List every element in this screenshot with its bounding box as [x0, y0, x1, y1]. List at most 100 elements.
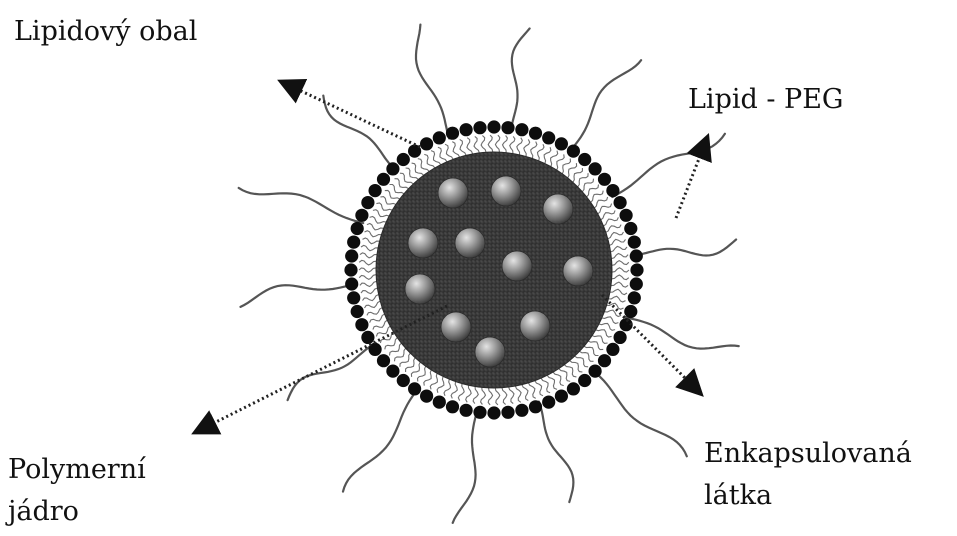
- lipid-head: [473, 121, 486, 134]
- lipid-head: [578, 153, 591, 166]
- lipid-tail: [608, 289, 627, 294]
- lipid-tail: [406, 358, 418, 372]
- lipid-tail: [530, 142, 537, 160]
- peg-chain: [511, 29, 530, 133]
- peg-chain: [569, 60, 641, 153]
- lipid-tail: [609, 282, 628, 287]
- lipid-tail: [598, 321, 615, 330]
- peg-chain: [539, 402, 574, 503]
- lipid-head: [529, 127, 542, 140]
- lipid-tail: [541, 376, 550, 393]
- lipid-tail: [376, 326, 393, 336]
- lipid-tail: [535, 378, 543, 396]
- lipid-head: [614, 196, 627, 209]
- lipid-head: [351, 305, 364, 318]
- lipid-tail: [359, 275, 378, 280]
- lipid-tail: [400, 353, 413, 367]
- lipid-tail: [603, 309, 621, 317]
- lipid-tail: [580, 348, 594, 361]
- lipid-tail: [601, 217, 619, 225]
- lipid-tail: [502, 386, 507, 405]
- lipid-head: [487, 120, 500, 133]
- encapsulated-label-line2: látka: [704, 480, 772, 511]
- lipid-tail: [565, 163, 577, 178]
- lipid-head: [542, 396, 555, 409]
- lipid-tail: [607, 239, 626, 245]
- lipid-head: [386, 365, 399, 378]
- lipid-head: [347, 236, 360, 249]
- lipid-head: [460, 404, 473, 417]
- lipid-tail: [474, 136, 479, 155]
- lipid-tail: [365, 301, 383, 308]
- lipid-tail: [431, 151, 441, 168]
- lipid-head: [614, 331, 627, 344]
- arrow-to-encapsulated: [602, 295, 700, 393]
- peg-chain: [625, 317, 739, 349]
- lipid-head: [606, 184, 619, 197]
- lipid-tail: [481, 136, 486, 155]
- peg-chain: [323, 96, 396, 171]
- lipid-tail: [367, 224, 385, 232]
- peg-chain: [343, 387, 419, 492]
- lipid-head: [420, 390, 433, 403]
- drug-particle: [520, 311, 550, 341]
- lipid-tail: [373, 210, 390, 219]
- lipid-tail: [406, 168, 418, 182]
- lipid-tail: [370, 217, 388, 225]
- peg-chain: [612, 134, 725, 197]
- lipid-tail: [452, 142, 459, 160]
- lipid-tail: [370, 314, 388, 322]
- lipid-tail: [607, 296, 626, 302]
- lipid-tail: [548, 151, 558, 168]
- lipid-tail: [595, 204, 612, 214]
- lipid-tail: [601, 315, 619, 323]
- lipid-head: [369, 184, 382, 197]
- lipid-tail: [510, 136, 515, 155]
- lipid-head: [351, 222, 364, 235]
- lipid-tail: [373, 320, 390, 329]
- arrow-to-polymer-core: [196, 306, 447, 432]
- peg-chain: [592, 369, 687, 456]
- drug-particle: [563, 256, 593, 286]
- lipid-tail: [444, 378, 452, 396]
- lipid-tail: [610, 261, 629, 266]
- lipid-head: [501, 121, 514, 134]
- peg-chain: [632, 240, 736, 256]
- lipid-head: [361, 196, 374, 209]
- lipid-tail: [553, 369, 563, 385]
- lipid-head: [446, 400, 459, 413]
- lipid-tail: [488, 135, 493, 154]
- lipid-head: [598, 354, 611, 367]
- lipid-tail: [608, 246, 627, 251]
- lipid-tail: [575, 353, 588, 367]
- lipid-tail: [460, 139, 466, 157]
- lipid-head: [345, 277, 358, 290]
- lipid-head: [473, 406, 486, 419]
- drug-particle: [502, 251, 532, 281]
- lipid-head: [567, 145, 580, 158]
- lipid-tail: [536, 144, 544, 162]
- drug-particle: [408, 228, 438, 258]
- lipid-head: [620, 209, 633, 222]
- lipid-tail: [610, 275, 629, 280]
- lipid-tail: [466, 384, 472, 403]
- lipid-tail: [610, 268, 629, 272]
- lipid-head: [515, 404, 528, 417]
- encapsulated-label-line1: Enkapsulovaná: [704, 438, 912, 469]
- lipid-tail: [361, 245, 380, 250]
- lipid-tail: [609, 254, 628, 259]
- lipid-head: [515, 123, 528, 136]
- lipid-tail: [367, 308, 385, 316]
- lipid-tail: [517, 138, 523, 157]
- lipid-head: [344, 263, 357, 276]
- lipid-tail: [360, 253, 379, 258]
- lipid-tail: [438, 147, 447, 164]
- lipid-tail: [575, 173, 588, 187]
- polymer-core-label-line2: jádro: [8, 496, 79, 527]
- lipid-head: [377, 173, 390, 186]
- lipid-tail: [361, 288, 380, 293]
- lipid-tail: [580, 179, 594, 192]
- lipid-tail: [605, 232, 623, 239]
- lipid-head: [589, 162, 602, 175]
- lipid-tail: [430, 373, 440, 390]
